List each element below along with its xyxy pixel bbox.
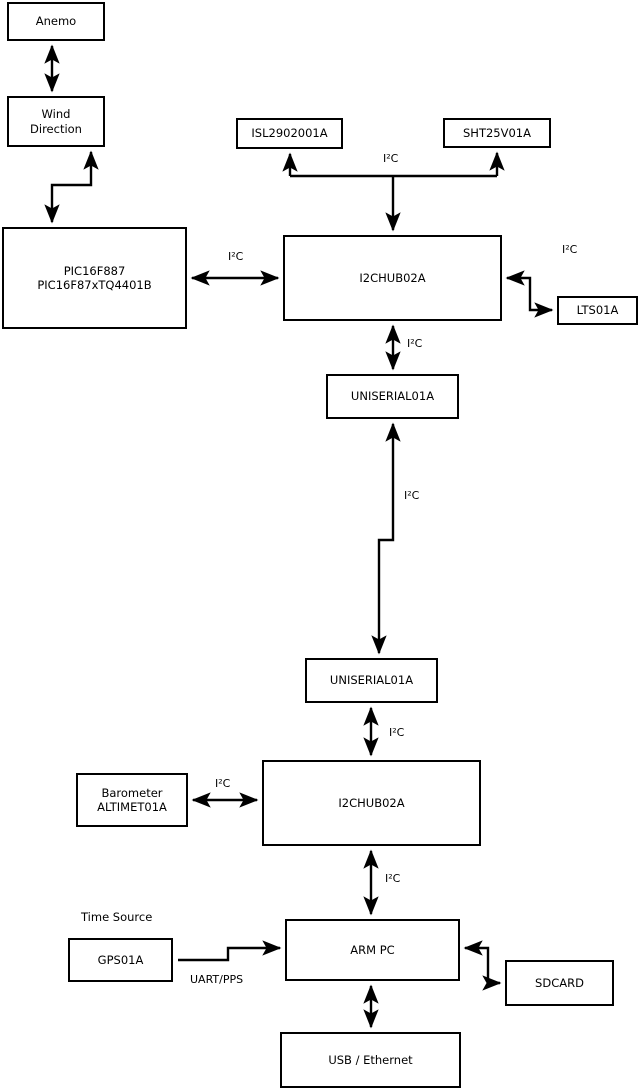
node-anemo[interactable]: Anemo [7, 2, 105, 41]
node-label: GPS01A [97, 952, 144, 967]
node-label: UNISERIAL01A [350, 389, 435, 404]
edge-label-lbl-uni2-hub2: I²C [389, 726, 405, 739]
edge-label-lbl-uni-uni: I²C [404, 489, 420, 502]
edge-label-lbl-hub1-uni1: I²C [407, 337, 423, 350]
edge-label-lbl-pic-hub1: I²C [228, 250, 244, 263]
node-uniserial2[interactable]: UNISERIAL01A [305, 658, 438, 703]
node-armpc[interactable]: ARM PC [285, 919, 460, 981]
node-label: SDCARD [535, 975, 584, 990]
edge-label-lbl-hub2-arm: I²C [385, 872, 401, 885]
connector-w-uni1-uni2 [371, 422, 401, 655]
connector-w-arm-sdcard [463, 940, 502, 991]
node-label: ARM PC [350, 942, 395, 957]
node-label: Anemo [35, 14, 77, 29]
node-hub1[interactable]: I2CHUB02A [283, 235, 502, 321]
node-label: I2CHUB02A [359, 270, 426, 285]
edge-label-lbl-gps-arm: UART/PPS [190, 973, 244, 986]
node-label: Wind Direction [30, 107, 82, 136]
edge-label-lbl-top-bus: I²C [383, 152, 399, 165]
node-sht[interactable]: SHT25V01A [443, 118, 551, 148]
node-gps[interactable]: GPS01A [68, 938, 173, 982]
node-label: Barometer ALTIMET01A [97, 785, 167, 814]
node-isl[interactable]: ISL2902001A [236, 118, 343, 149]
node-uniserial1[interactable]: UNISERIAL01A [326, 374, 459, 419]
node-usbeth[interactable]: USB / Ethernet [280, 1032, 461, 1088]
edge-label-lbl-baro-hub2: I²C [215, 777, 231, 790]
node-label: ISL2902001A [251, 126, 328, 141]
node-lts[interactable]: LTS01A [557, 296, 638, 325]
node-label: UNISERIAL01A [329, 673, 414, 688]
edge-label-lbl-hub1-lts: I²C [562, 243, 578, 256]
node-wind[interactable]: Wind Direction [7, 96, 105, 147]
node-label: PIC16F887 PIC16F87xTQ4401B [37, 263, 152, 292]
node-sdcard[interactable]: SDCARD [505, 960, 614, 1006]
node-label: USB / Ethernet [328, 1052, 413, 1067]
connector-w-pic-wind [44, 150, 99, 224]
node-label: LTS01A [576, 303, 619, 318]
node-hub2[interactable]: I2CHUB02A [262, 760, 481, 846]
connector-w-hub1-lts [505, 270, 554, 318]
node-label: I2CHUB02A [338, 795, 405, 810]
node-pic[interactable]: PIC16F887 PIC16F87xTQ4401B [2, 227, 187, 329]
node-barometer[interactable]: Barometer ALTIMET01A [76, 773, 188, 827]
node-label: SHT25V01A [463, 125, 531, 140]
annotation-time-source: Time Source [81, 910, 153, 924]
connector-w-gps-arm [178, 940, 282, 962]
